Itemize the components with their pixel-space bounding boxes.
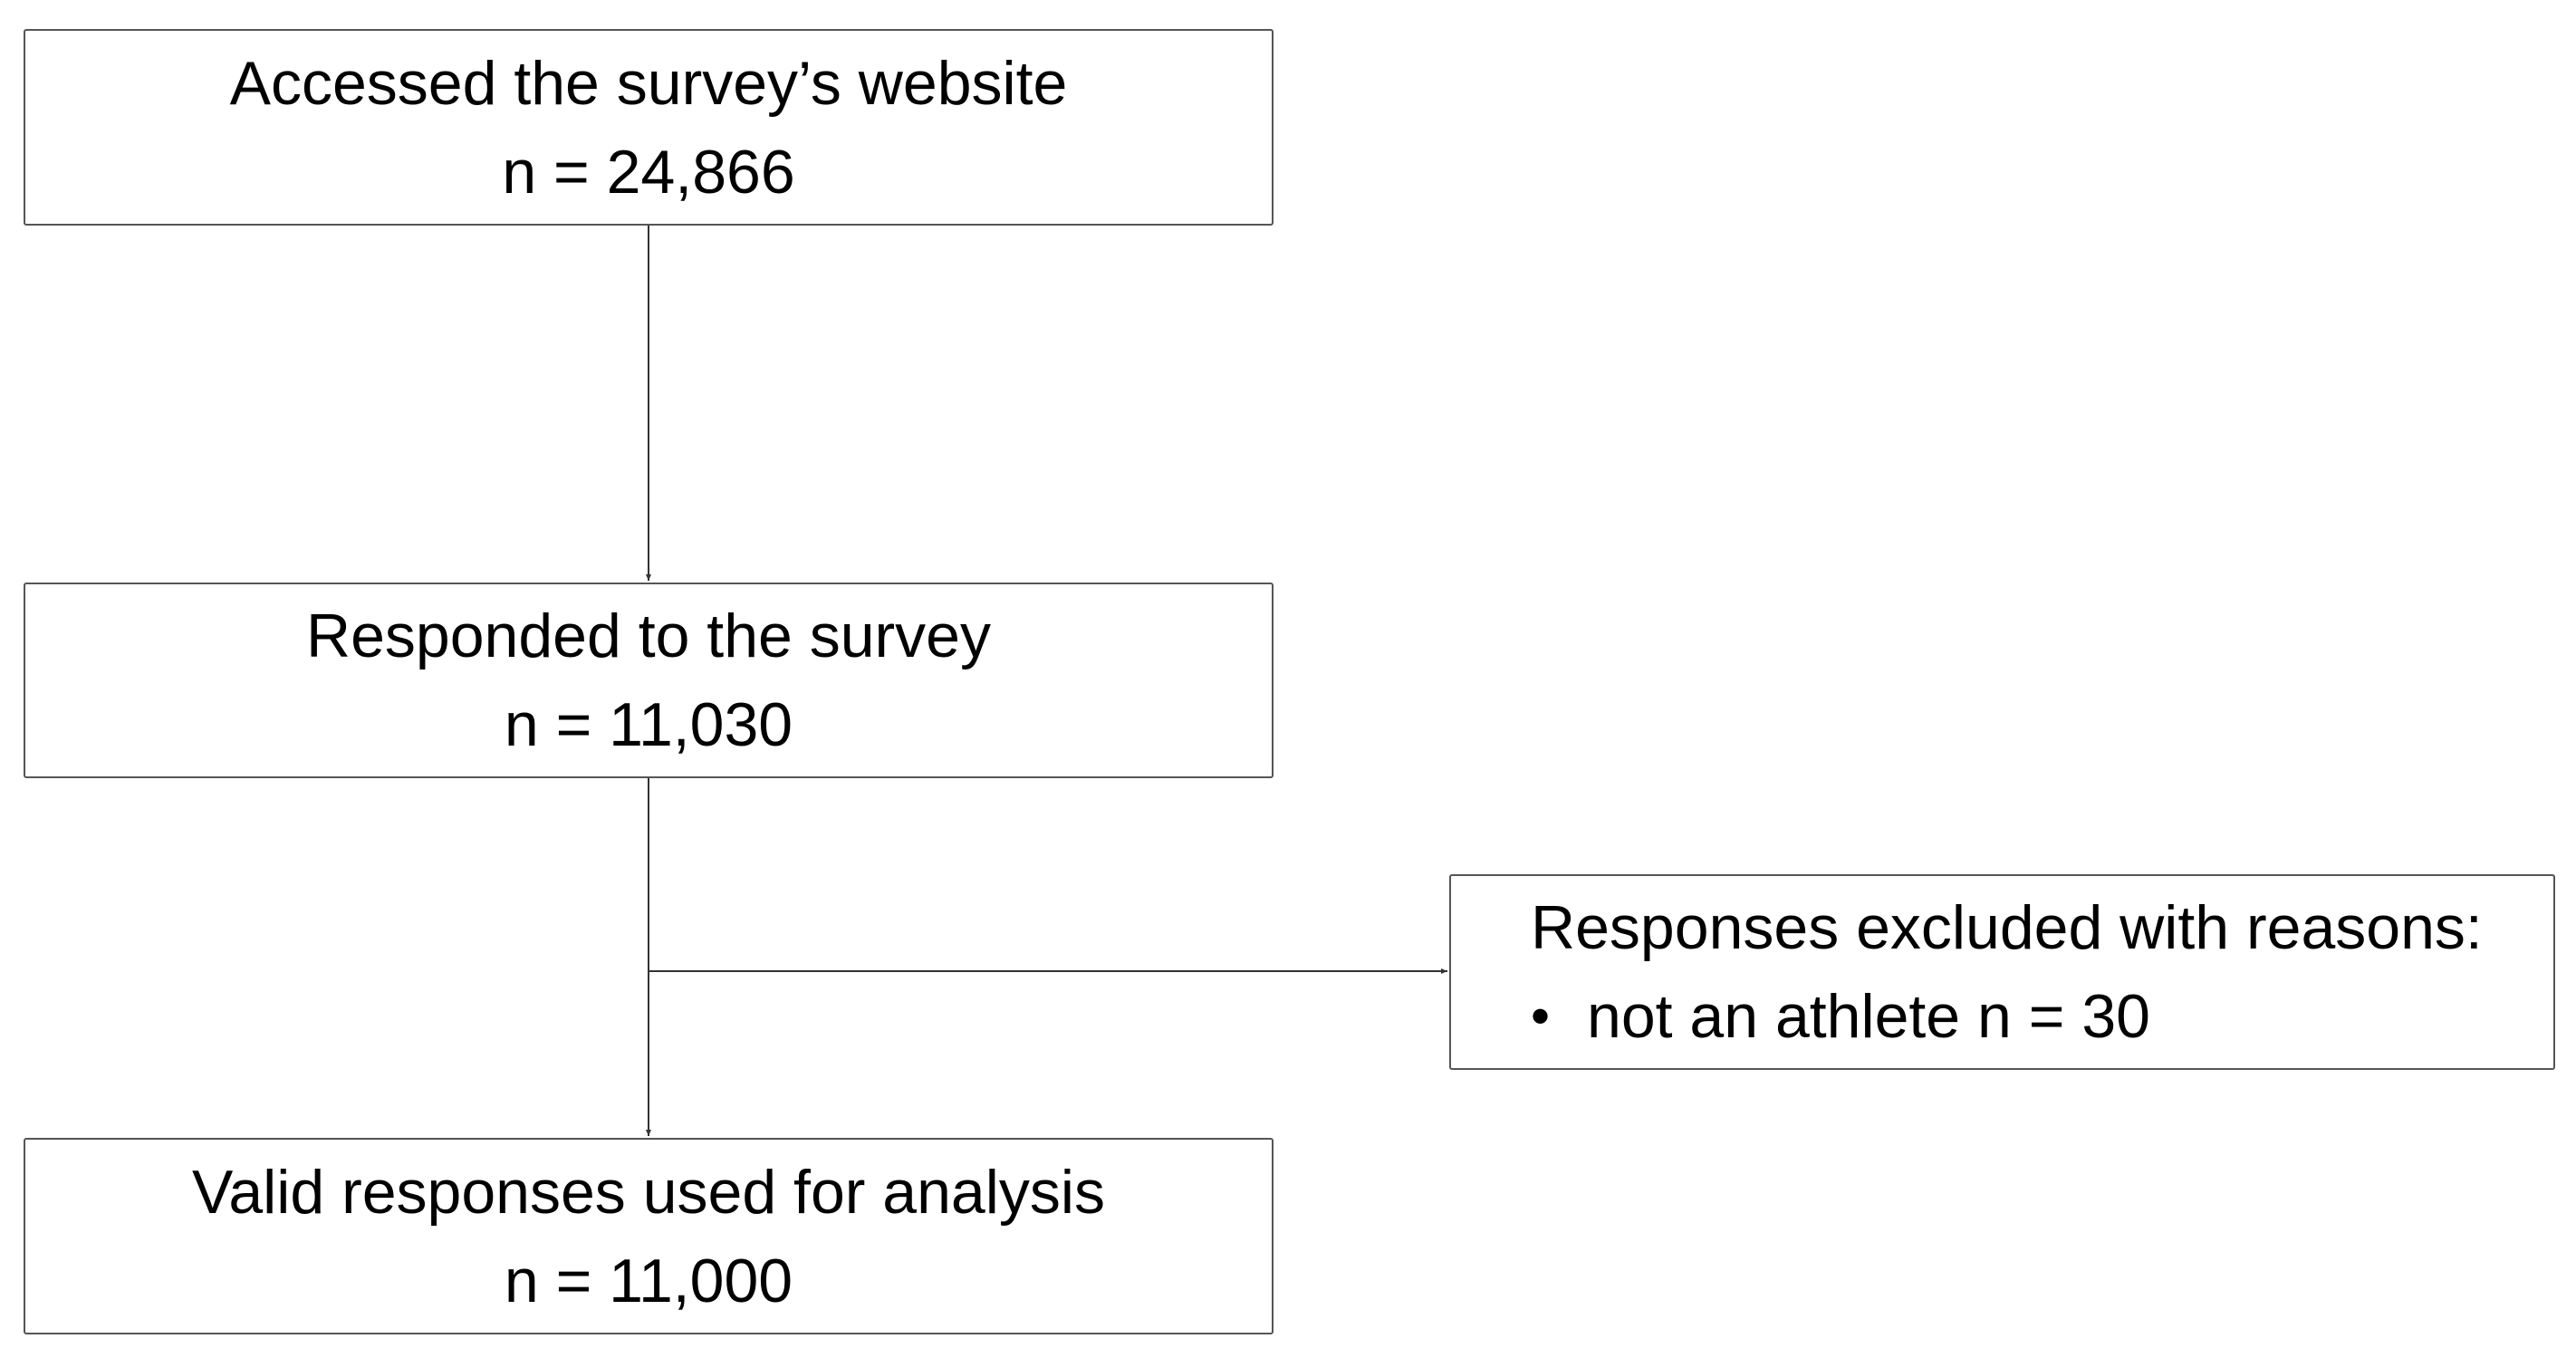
excluded-label: Responses excluded with reasons: [1531,893,2483,962]
accessed-label: Accessed the survey’s website [229,48,1068,118]
excluded-reason: not an athlete n = 30 [1587,982,2150,1051]
responded-count: n = 11,030 [504,690,793,759]
responded-label: Responded to the survey [305,602,992,670]
valid-count: n = 11,000 [504,1246,793,1315]
valid-responses-box: Valid responses used for analysis n = 11… [24,1138,1274,1334]
valid-label: Valid responses used for analysis [192,1157,1105,1227]
responded-survey-box: Responded to the survey n = 11,030 [24,583,1274,778]
accessed-website-box: Accessed the survey’s website n = 24,866 [24,29,1274,226]
bullet-icon: • [1531,986,1551,1046]
accessed-count: n = 24,866 [502,137,795,207]
excluded-reason-item: • not an athlete n = 30 [1531,972,2553,1061]
excluded-responses-box: Responses excluded with reasons: • not a… [1449,874,2555,1070]
